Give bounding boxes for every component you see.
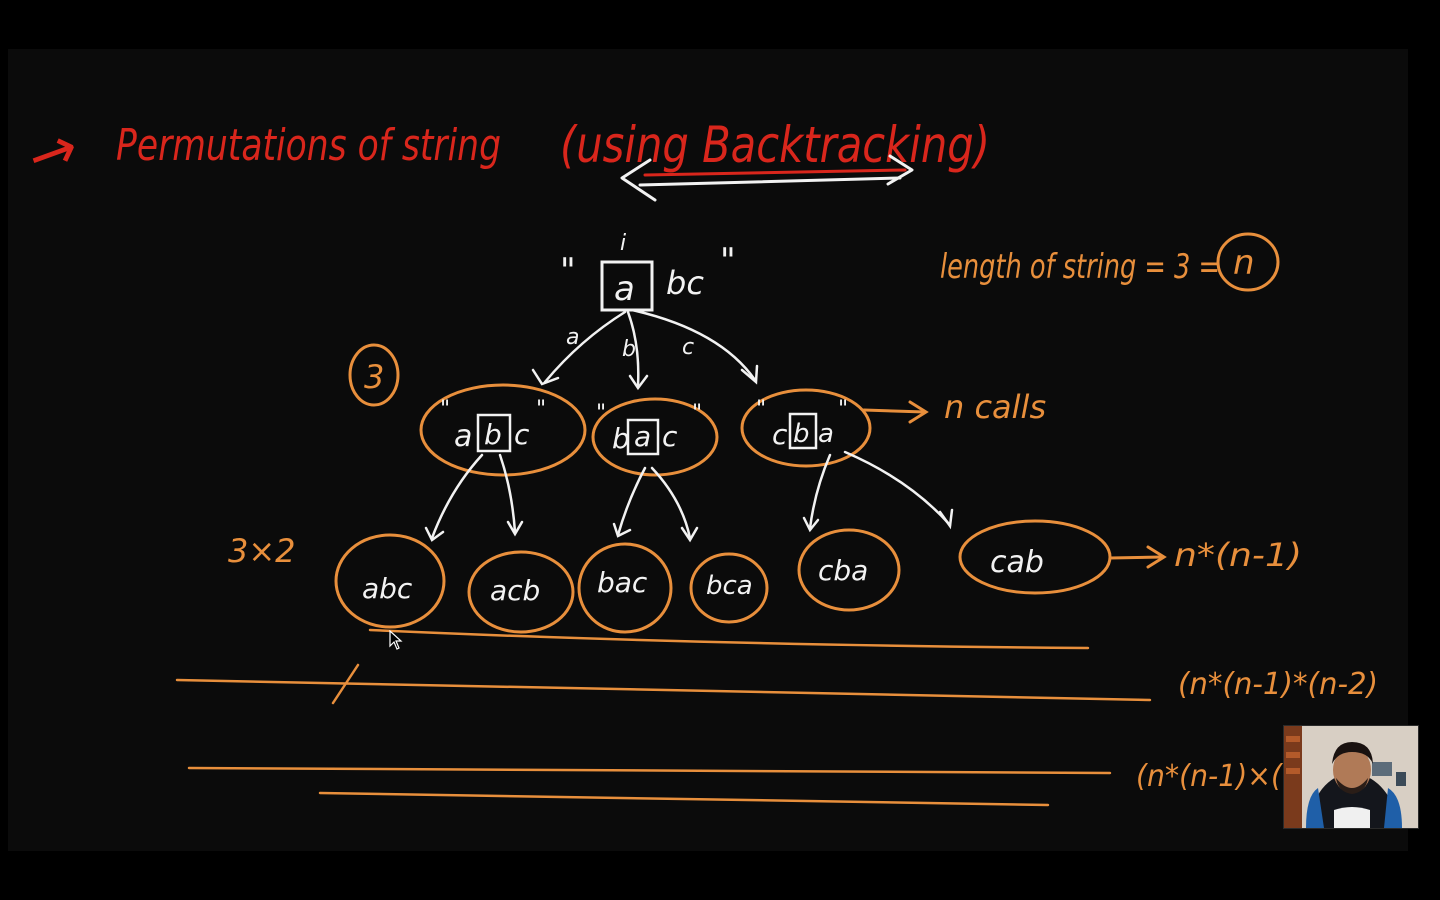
level1-node-3: c b a " " — [740, 388, 872, 468]
length-note-n: n — [1233, 243, 1255, 283]
leaf-bac: bac — [577, 542, 673, 634]
root-edges — [531, 308, 759, 391]
root-index-mark: i — [620, 231, 626, 256]
root-close-quote: " — [720, 241, 736, 281]
leaf-abc: abc — [334, 533, 446, 629]
root-boxed-char: a — [614, 269, 635, 309]
level1-node-2: b a c " " — [591, 397, 719, 477]
title-paren-text: (using Backtracking) — [560, 116, 990, 174]
root-box — [600, 260, 654, 312]
line-level6 — [318, 791, 1050, 807]
level1-count: 3 — [348, 343, 400, 407]
leaf-acb-text: acb — [490, 574, 540, 607]
leaf-cba-text: cba — [818, 554, 868, 587]
level1-count-text: 3 — [364, 358, 384, 396]
line-level5 — [187, 766, 1112, 775]
level1-node-2-rest: c — [662, 420, 678, 453]
row3-note: (n*(n-1)*(n-2) — [1178, 667, 1378, 702]
svg-text:": " — [596, 401, 606, 426]
svg-text:": " — [536, 397, 546, 422]
level1-node-1-rest: c — [514, 418, 530, 451]
edge-labels: a b c — [566, 325, 694, 362]
level1-node-3-rest: a — [818, 419, 834, 449]
line-level3 — [368, 628, 1090, 650]
level1-node-1-first: a — [454, 419, 472, 454]
edge-label-a: a — [566, 325, 579, 350]
leaf-abc-text: abc — [362, 572, 413, 605]
edge-label-c: c — [682, 335, 694, 360]
leaf-cab-text: cab — [990, 545, 1044, 580]
leaf-cba: cba — [797, 528, 901, 612]
backtracking-double-arrow — [620, 154, 914, 202]
level1-node-3-boxed: b — [793, 419, 810, 449]
level2-nodes: abc acb bac bca cba cab — [334, 519, 1112, 634]
level2-edges — [424, 450, 954, 543]
level2-count: 3×2 — [228, 532, 296, 570]
level1-node-2-boxed: a — [634, 420, 651, 453]
length-note-text: length of string = 3 = — [940, 247, 1220, 287]
level-lines — [175, 628, 1152, 807]
svg-text:": " — [692, 401, 702, 426]
leaf-bca: bca — [689, 552, 769, 624]
level1-node-2-first: b — [612, 422, 630, 455]
level2-note-text: n*(n-1) — [1174, 536, 1302, 574]
webcam-overlay — [1283, 725, 1419, 829]
level2-note: n*(n-1) — [1108, 536, 1302, 574]
row4-note: (n*(n-1)×( — [1136, 759, 1283, 794]
line-level4-slash — [331, 663, 360, 705]
leaf-bac-text: bac — [597, 566, 648, 599]
cursor-icon — [389, 630, 403, 650]
title-arrow: → — [18, 112, 87, 193]
n-circle — [1216, 232, 1280, 292]
svg-text:": " — [756, 397, 766, 422]
leaf-acb: acb — [467, 550, 575, 634]
presenter-figure — [1284, 726, 1418, 828]
line-level4 — [175, 678, 1152, 702]
leaf-cab: cab — [958, 519, 1112, 595]
level1-node-3-first: c — [772, 418, 788, 451]
root-node: i " a bc " — [560, 231, 736, 312]
level1-node-1: a b c " " — [419, 383, 587, 477]
edge-label-b: b — [622, 337, 636, 362]
title-text: Permutations of string — [116, 120, 501, 171]
level1-node-1-boxed: b — [484, 418, 502, 451]
level1-note: n calls — [862, 388, 1046, 426]
level1-note-text: n calls — [944, 388, 1046, 426]
svg-text:": " — [440, 397, 450, 422]
svg-text:": " — [838, 397, 848, 422]
length-note: length of string = 3 = n — [940, 232, 1280, 292]
root-rest: bc — [666, 264, 704, 302]
leaf-bca-text: bca — [706, 571, 753, 601]
root-open-quote: " — [560, 251, 576, 291]
